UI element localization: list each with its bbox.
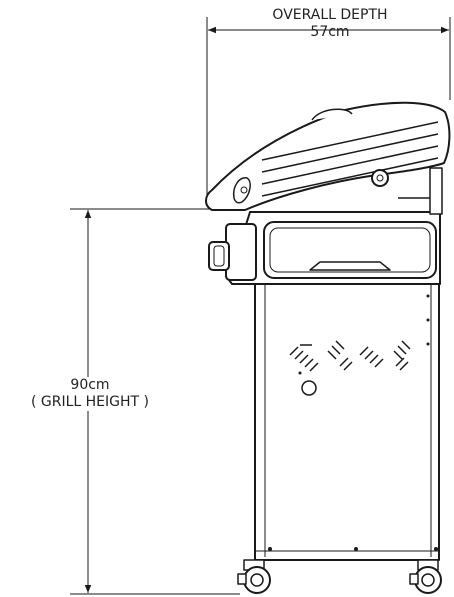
rivet-6 xyxy=(354,547,358,551)
grill-drawing xyxy=(205,101,451,594)
rivet-3 xyxy=(426,318,430,322)
lid-vent-2 xyxy=(261,133,439,173)
lid-handle-dot xyxy=(240,186,248,194)
front-caster xyxy=(237,559,271,594)
rear-caster-hub xyxy=(421,573,435,587)
front-caster-brake xyxy=(237,573,247,585)
grease-tray-inner xyxy=(269,227,431,273)
front-caster-hub xyxy=(250,573,264,587)
lid-hinge-pivot-center xyxy=(376,174,384,182)
control-knob-inner xyxy=(213,245,225,267)
lid-vent-3 xyxy=(261,145,439,185)
tray-handle xyxy=(309,261,391,271)
rivet-5 xyxy=(268,547,272,551)
louver-2 xyxy=(327,340,353,371)
rivet-2 xyxy=(426,294,430,298)
grill-cabinet xyxy=(254,281,440,561)
depth-dimension xyxy=(206,17,451,200)
rear-bracket xyxy=(429,167,443,215)
depth-value-label: 57cm xyxy=(310,24,350,40)
louver-4 xyxy=(393,340,411,371)
depth-title-label: OVERALL DEPTH xyxy=(230,7,430,24)
rear-caster-brake xyxy=(409,573,419,585)
gas-inlet-port xyxy=(301,380,317,396)
lid-thermometer-bump xyxy=(311,108,353,121)
side-burner-box xyxy=(225,223,257,281)
rivet-4 xyxy=(426,342,430,346)
lid-vent-1 xyxy=(261,121,439,161)
height-note-label: ( GRILL HEIGHT ) xyxy=(0,394,180,411)
louver-1 xyxy=(289,344,319,372)
cabinet-vent-louvers xyxy=(289,340,411,372)
louver-3 xyxy=(359,346,384,368)
rivet-7 xyxy=(434,547,438,551)
height-value-label: 90cm xyxy=(0,377,180,394)
rear-caster xyxy=(409,559,442,594)
lid-vent-4 xyxy=(261,157,439,197)
rivet-1 xyxy=(298,371,302,375)
